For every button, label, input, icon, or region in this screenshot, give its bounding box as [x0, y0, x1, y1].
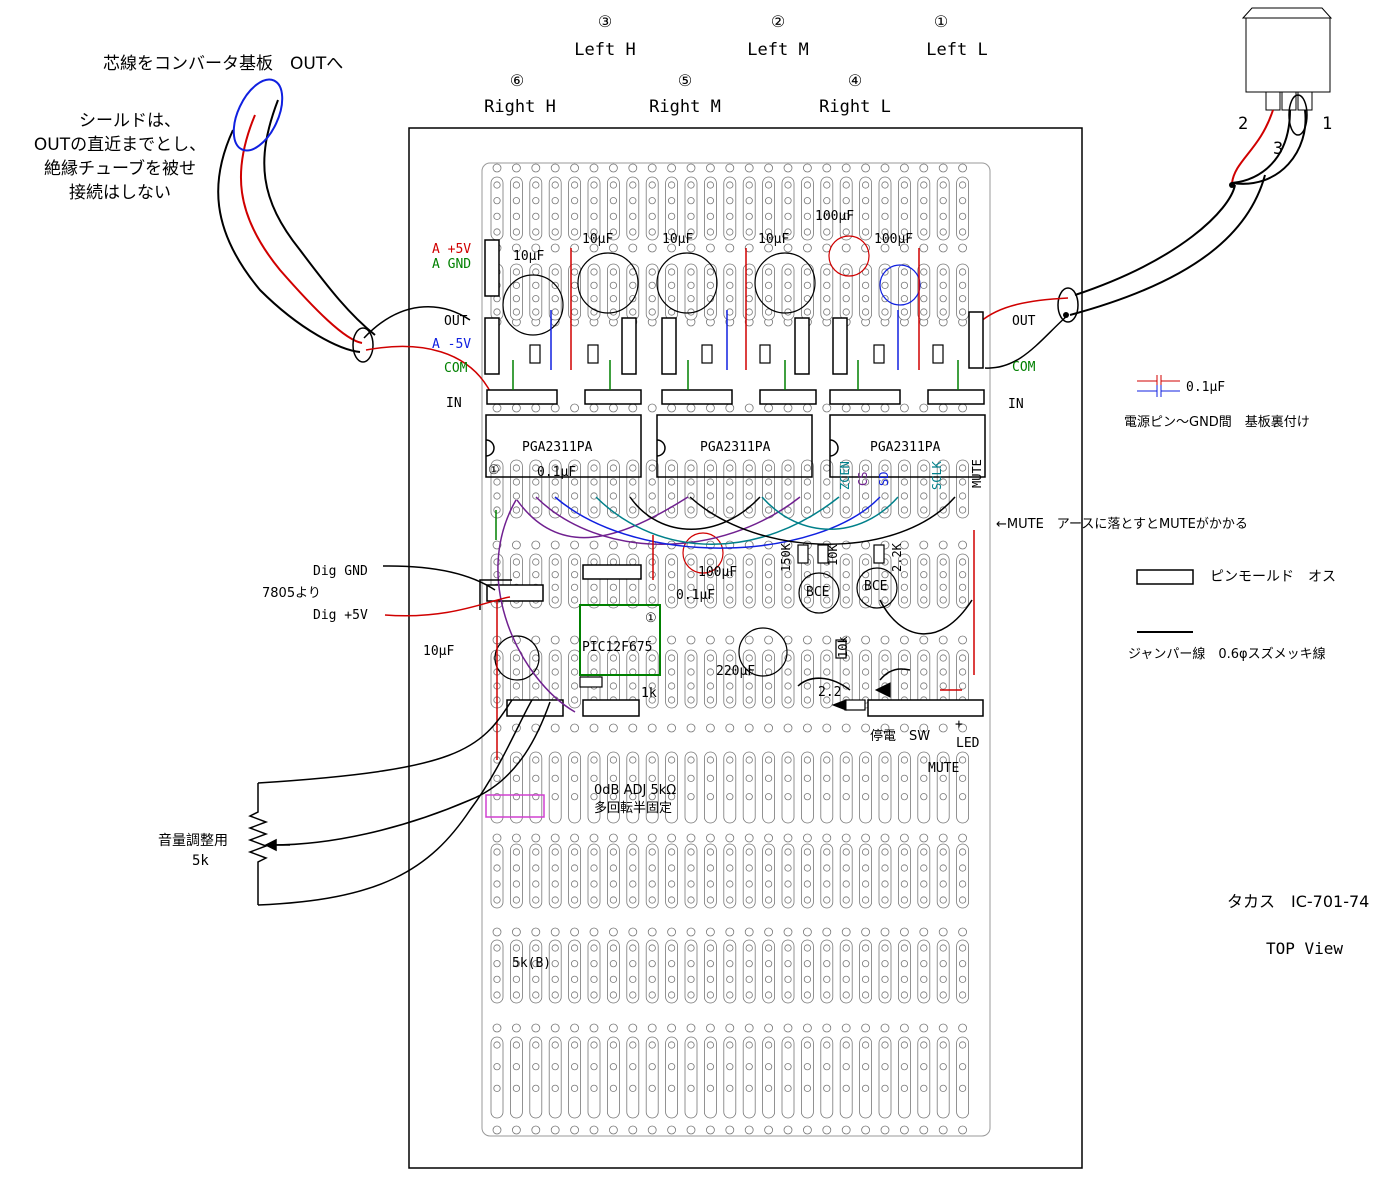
label-cap-10uF-3: 10μF [662, 232, 694, 247]
label-mute-sw: MUTE [928, 761, 960, 776]
signal-cs: CS [856, 471, 870, 486]
legend-cap-value: 0.1μF [1186, 380, 1226, 395]
pga-2-label: PGA2311PA [700, 440, 771, 455]
legend-jumper-label: ジャンパー線 0.6φスズメッキ線 [1128, 647, 1326, 662]
shield-note-2: OUTの直近までとし、 [33, 135, 207, 155]
label-agnd: A GND [432, 257, 472, 272]
label-a5v: A +5V [432, 242, 472, 257]
label-res-2-2k: 2.2K [890, 543, 904, 572]
label-from-7805: 7805より [262, 586, 321, 601]
label-cap-100uF-2: 100μF [874, 232, 914, 247]
label-in-left: IN [446, 396, 462, 411]
colored-jumpers [495, 248, 975, 760]
core-wire-note: 芯線をコンバータ基板 OUTへ [103, 54, 344, 74]
label-res-2-2: 2.2 [818, 685, 842, 700]
label-com-left: COM [444, 361, 468, 376]
label-cap-01uF-b: 0.1μF [676, 588, 716, 603]
channel-left-l-num: ① [933, 12, 949, 31]
channel-left-h: Left H [574, 40, 636, 60]
label-side-10uF: 10μF [423, 644, 455, 659]
cable-right [979, 94, 1308, 369]
shield-note-1: シールドは、 [79, 111, 181, 131]
pga-1-label: PGA2311PA [522, 440, 593, 455]
diode-led [831, 682, 891, 711]
label-cap-10uF-1: 10μF [513, 249, 545, 264]
resistors [529, 344, 944, 711]
pic-outline [579, 604, 661, 676]
label-in-right: IN [1008, 397, 1024, 412]
channel-left-m-num: ② [770, 12, 786, 31]
cable-left [217, 78, 493, 396]
label-bce-1: BCE [806, 585, 830, 600]
label-cap-10uF-2: 10μF [582, 232, 614, 247]
label-dig-5v: Dig +5V [313, 608, 368, 623]
signal-mute: MUTE [970, 459, 984, 488]
pin1-marker: ① [488, 463, 500, 478]
legend-pin-mold-label: ピンモールド オス [1210, 569, 1336, 585]
trimmer-outline [485, 794, 545, 818]
label-out-left: OUT [444, 314, 468, 329]
volume-label: 音量調整用 [158, 833, 228, 849]
label-res-10k: 10K [826, 544, 840, 566]
board-name: タカス IC-701-74 [1227, 892, 1370, 911]
pin-molds [484, 239, 985, 717]
label-cap-100uF-mid: 100μF [698, 565, 738, 580]
channel-left-h-num: ③ [597, 12, 613, 31]
label-out-right: OUT [1012, 314, 1036, 329]
label-cap-100uF-top: 100μF [815, 209, 855, 224]
channel-right-h-num: ⑥ [509, 71, 525, 90]
label-cap-10uF-4: 10μF [758, 232, 790, 247]
signal-sclk: SCLK [930, 461, 944, 490]
ic-chips [485, 414, 986, 478]
connector-jack [1241, 7, 1333, 111]
channel-right-l: Right L [819, 97, 891, 117]
label-teiden-sw: 停電 SW [870, 729, 931, 744]
channel-right-l-num: ④ [847, 71, 863, 90]
channel-right-m-num: ⑤ [677, 71, 693, 90]
label-led-plus: + [955, 717, 963, 732]
connector-pin-2: 2 [1238, 114, 1249, 134]
pic-label: PIC12F675 [582, 640, 653, 655]
label-bce-2: BCE [864, 579, 888, 594]
label-led: LED [956, 736, 980, 751]
label-cap-220uF: 220μF [716, 664, 756, 679]
legend-pin-mold [1136, 569, 1194, 585]
pga-3-label: PGA2311PA [870, 440, 941, 455]
volume-value: 5k [192, 853, 209, 869]
label-adj-2: 多回転半固定 [594, 801, 673, 816]
volume-pot-symbol [247, 783, 290, 905]
enclosure-outline [408, 127, 1083, 1169]
caps [494, 235, 921, 681]
view-label: TOP View [1266, 939, 1344, 958]
connector-pin-3: 3 [1273, 139, 1284, 159]
connector-pin-1: 1 [1322, 114, 1333, 134]
legend-caps [1137, 375, 1180, 397]
shield-note-3: 絶縁チューブを被せ [44, 159, 196, 179]
label-am5v: A -5V [432, 337, 472, 352]
channel-right-h: Right H [484, 97, 556, 117]
label-com-right: COM [1012, 360, 1036, 375]
mute-note: ←MUTE アースに落とすとMUTEがかかる [996, 517, 1248, 532]
label-cap-01uF: 0.1μF [537, 465, 577, 480]
channel-left-l: Left L [926, 40, 988, 60]
label-dig-gnd: Dig GND [313, 564, 368, 579]
pic-pin1-marker: ① [645, 611, 657, 626]
label-pot-5kb: 5k(B) [512, 956, 552, 971]
legend-cap-note: 電源ピン～GND間 基板裏付け [1124, 415, 1310, 430]
channel-right-m: Right M [649, 97, 721, 117]
shield-note-4: 接続はしない [69, 183, 171, 203]
signal-zcen: ZCEN [838, 461, 852, 490]
label-res-10k-2: 10k [836, 636, 850, 658]
black-jumpers [257, 496, 973, 906]
channel-left-m: Left M [747, 40, 809, 60]
label-res-1k: 1k [641, 686, 657, 701]
signal-sd: SD [877, 471, 891, 486]
label-res-150k: 150K [779, 543, 793, 572]
label-adj-1: 0dB ADJ 5kΩ [594, 783, 677, 798]
